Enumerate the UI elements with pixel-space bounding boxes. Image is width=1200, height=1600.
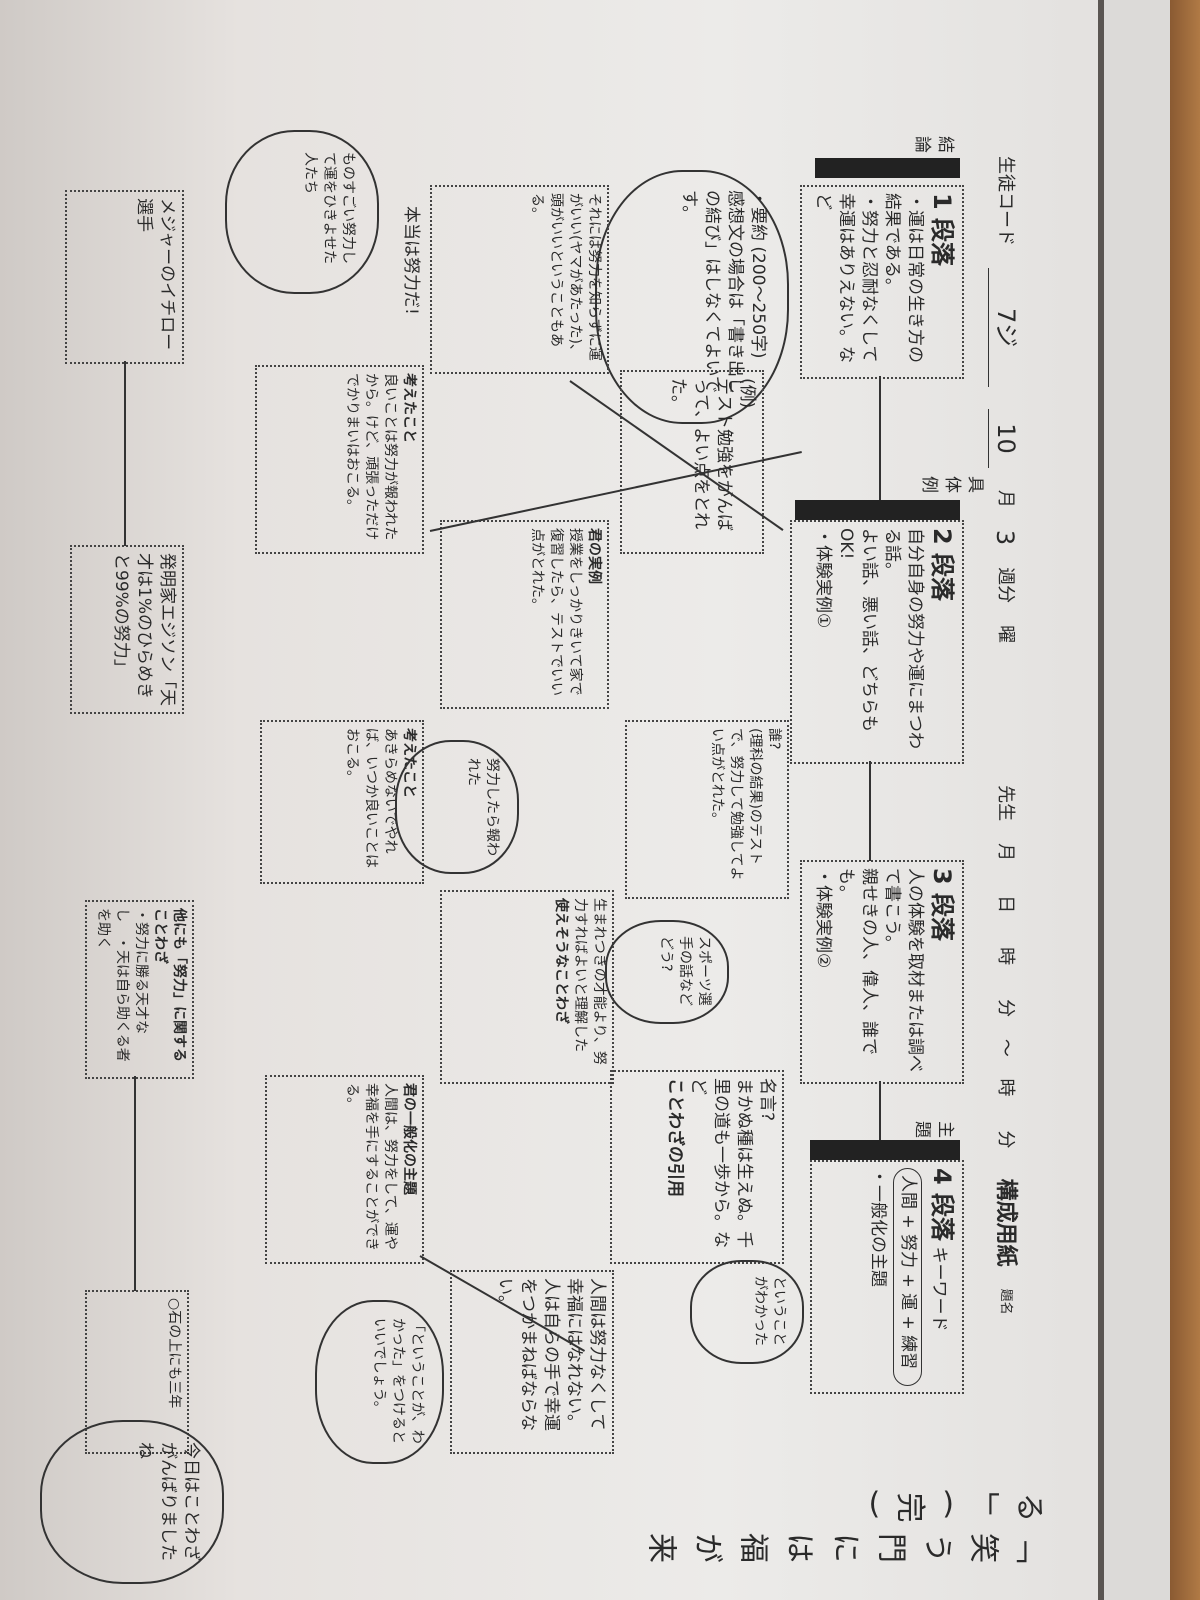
- under-sheet: [1104, 0, 1170, 1600]
- stone-box: ○石の上にも三年: [85, 1290, 189, 1454]
- paragraph-1-box: 1 段落 ・運は日常の生き方の結果である。 ・努力と忍耐なくして幸運はありえない…: [800, 185, 964, 379]
- your-example-box: 君の実例 授業をしっかりきいて家で復習したら、テストでいい点がとれた。: [440, 520, 609, 709]
- proverb-label: ことわざの引用: [665, 1078, 686, 1197]
- wooden-desk: [1170, 0, 1200, 1600]
- connector-line: [124, 361, 126, 546]
- paragraph-4-box: 4 段落 キーワード 人間 + 努力 + 運 + 練習 ・一般化の主題: [810, 1160, 964, 1394]
- generalize-box: 君の一般化の主題 人間は、努力をして、運や幸福を手にすることができる。: [265, 1075, 424, 1264]
- example-box: (例) テスト勉強をがんばって、よい点をとれた。: [620, 370, 764, 554]
- keyword-label: キーワード: [929, 1246, 949, 1332]
- complete-mark: (完): [852, 1486, 954, 1522]
- thought-label: 考えたこと: [401, 373, 417, 443]
- essay-title-text: 「笑う門には福が来る」: [632, 1486, 1046, 1563]
- wakatta-bubble: 「ということが、わかった」をつけるといいでしょう。: [315, 1300, 444, 1464]
- proverb-usable-box: 生まれつきの才能より、努力すればよいと理解した 使えそうなことわざ: [440, 890, 614, 1084]
- weekday-label: 曜: [995, 625, 1017, 644]
- summary-bubble: ・要約 (200〜250字) 感想文の場合は「書き出しの結び」はしなくてよいです…: [595, 170, 789, 424]
- proverb-box: 名言? まかぬ種は生えぬ。千里の道も一歩から。など ことわざの引用: [610, 1070, 784, 1264]
- more-proverbs-label: 他にも「努力」に関することわざ: [152, 908, 187, 1062]
- paragraph-2-box: 2 段落 自分自身の努力や運にまつわる話。 よい話、悪い話、どちらもOK! ・体…: [790, 520, 964, 764]
- paragraph-line: 親せきの人、偉人、誰でも。: [835, 868, 879, 1055]
- student-code-label: 生徒コード: [995, 156, 1017, 246]
- month-label: 月: [995, 489, 1017, 508]
- praise-bubble: 今日はことわざがんばりましたね: [40, 1420, 224, 1584]
- paragraph-heading: 4 段落: [928, 1168, 956, 1242]
- paragraph-line: ・一般化の主題: [867, 1168, 888, 1287]
- arrow-1-2: [879, 376, 881, 516]
- generalize-label: 君の一般化の主題: [401, 1083, 417, 1195]
- title-label: 題名: [997, 1288, 1013, 1315]
- tag-label: 主題: [912, 1121, 955, 1138]
- connector-line: [134, 1076, 136, 1291]
- meigen-note: 名言?: [757, 1078, 777, 1122]
- paragraph-line: ・体験実例①: [812, 528, 833, 629]
- effort-quote-bubble: 努力したら報われた: [395, 740, 519, 874]
- tag-label: 具体例: [919, 476, 985, 493]
- edison-box: 発明家エジソン「天才は1%のひらめきと99%の努力」: [70, 545, 184, 714]
- student-code: 7ジ: [988, 268, 1022, 388]
- more-proverbs-box: 他にも「努力」に関することわざ ・努力に勝る天才なし ・天は自ら助くる者を助く: [85, 900, 194, 1079]
- thought-text: あきらめないでやれば、いつか良いことはおこる。: [344, 728, 399, 868]
- tag-bar: [810, 1140, 960, 1160]
- paragraph-line: よい話、悪い話、どちらもOK!: [835, 528, 879, 732]
- arrow-2-3: [869, 761, 871, 861]
- header-row: 生徒コード 7ジ 10 月 3 週分 曜 先生 月 日 時 分 〜 時 分 構成…: [975, 150, 1035, 1550]
- form-title: 構成用紙: [992, 1178, 1018, 1267]
- luck-box: それには努力を知らずに運がいい(ヤマがあたった)、頭がいいということもある。: [430, 185, 609, 374]
- science-text: (理科の結果)のテストで、努力して勉強してよい点がとれた。: [709, 728, 764, 881]
- essay-title: 「笑う門には福が来る」(完): [620, 1487, 1050, 1570]
- proverbs-text: まかぬ種は生えぬ。千里の道も一歩から。など: [688, 1078, 755, 1248]
- sports-bubble: スポーツ選手の話などどう?: [605, 920, 729, 1024]
- paragraph-heading: 2 段落: [928, 528, 956, 602]
- science-box: 誰? (理科の結果)のテストで、努力して勉強してよい点がとれた。: [625, 720, 789, 899]
- thought-1-box: 考えたこと 良いことは努力が報われたから。けど、頑張っただけでかりまいはおこる。: [255, 365, 424, 554]
- keywords: 人間 + 努力 + 運 + 練習: [892, 1168, 922, 1386]
- tag-label: 結論: [912, 136, 955, 153]
- week: 3: [991, 529, 1020, 546]
- tag-bar: [815, 158, 960, 178]
- bubble-4: ということがわかった: [690, 1260, 804, 1364]
- thought-2-box: 考えたこと あきらめないでやれば、いつか良いことはおこる。: [260, 720, 424, 884]
- your-example-label: 君の実例: [586, 528, 602, 584]
- paragraph-heading: 3 段落: [928, 868, 956, 942]
- tag-bar: [795, 500, 960, 520]
- paragraph-line: ・努力と忍耐なくして幸運はありえない。など: [812, 193, 879, 363]
- ichiro-box: メジャーのイチロー選手: [65, 190, 184, 364]
- theme-box: 人間は努力なくして幸福にはなれない。人は自らの手で幸運をつかまねばならない。: [450, 1270, 614, 1454]
- generalize-text: 人間は、努力をして、運や幸福を手にすることができる。: [344, 1083, 399, 1252]
- thought-text: 良いことは努力が報われたから。けど、頑張っただけでかりまいはおこる。: [344, 373, 399, 541]
- born-text: 生まれつきの才能より、努力すればよいと理解した: [572, 898, 607, 1065]
- month: 10: [988, 409, 1022, 468]
- more-proverbs-text: ・努力に勝る天才なし ・天は自ら助くる者を助く: [95, 908, 150, 1062]
- page-edge: [1098, 0, 1104, 1600]
- who-note: 誰?: [766, 728, 782, 750]
- teacher-label: 先生: [995, 785, 1017, 822]
- paragraph-heading: 1 段落: [928, 193, 956, 267]
- paragraph-line: 自分自身の努力や運にまつわる話。: [881, 528, 925, 749]
- paragraph-line: ・体験実例②: [812, 868, 833, 969]
- week-label: 週分: [995, 567, 1017, 604]
- your-example-text: 授業をしっかりきいて家で復習したら、テストでいい点がとれた。: [529, 528, 584, 696]
- effort-bubble: ものすごい努力して運をひきよせた人たち: [225, 130, 379, 294]
- example-text: テスト勉強をがんばって、よい点をとれた。: [668, 378, 735, 531]
- paragraph-3-box: 3 段落 人の体験を取材または調べて書こう。 親せきの人、偉人、誰でも。 ・体験…: [800, 860, 964, 1084]
- paragraph-line: 人の体験を取材または調べて書こう。: [881, 868, 925, 1072]
- date-labels: 月 日 時 分 〜 時 分: [995, 843, 1017, 1157]
- paragraph-line: ・運は日常の生き方の結果である。: [881, 193, 925, 363]
- proverb-usable-label: 使えそうなことわざ: [553, 898, 570, 1024]
